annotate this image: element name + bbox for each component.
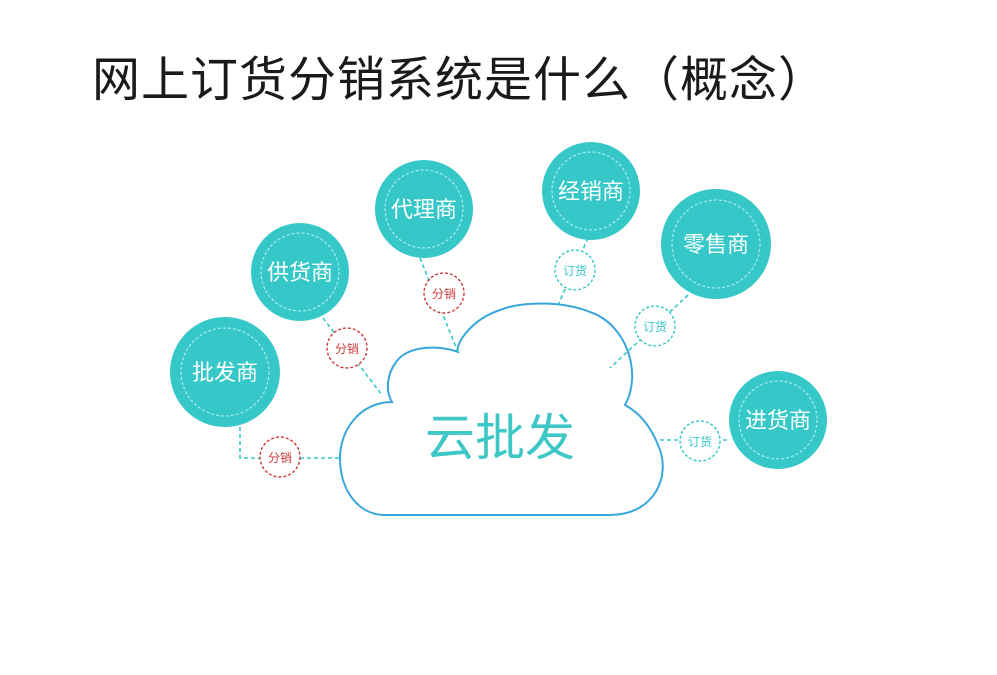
tag-gonghuo-label: 分销	[335, 342, 359, 356]
tag-daili: 分销	[423, 272, 465, 314]
node-jinhuo: 进货商	[729, 371, 827, 469]
page-title: 网上订货分销系统是什么（概念）	[92, 52, 828, 108]
center-label: 云批发	[425, 409, 575, 467]
tag-jingxiao-label: 订货	[563, 263, 587, 278]
tag-pifa: 分销	[259, 436, 301, 478]
cloud-shape	[338, 302, 664, 516]
tag-daili-label: 分销	[432, 287, 456, 301]
node-jingxiao-label: 经销商	[558, 180, 624, 205]
node-jinhuo-label: 进货商	[745, 409, 811, 434]
connector-lingshou	[609, 294, 689, 369]
node-pifa: 批发商	[170, 317, 280, 427]
tag-pifa-label: 分销	[268, 451, 292, 465]
tag-gonghuo: 分销	[326, 327, 368, 369]
node-gonghuo-label: 供货商	[267, 261, 333, 286]
node-jingxiao: 经销商	[542, 142, 640, 240]
node-pifa-label: 批发商	[192, 361, 258, 386]
node-daili: 代理商	[375, 160, 473, 258]
connector-pifa	[239, 420, 340, 459]
tag-lingshou: 订货	[634, 305, 676, 347]
node-daili-label: 代理商	[391, 198, 457, 223]
tag-jingxiao: 订货	[554, 249, 596, 291]
tag-jinhuo-label: 订货	[688, 434, 712, 449]
node-lingshou-label: 零售商	[683, 233, 749, 258]
connector-gonghuo	[322, 317, 383, 396]
tag-lingshou-label: 订货	[643, 319, 667, 334]
node-gonghuo: 供货商	[251, 223, 349, 321]
tag-jinhuo: 订货	[679, 420, 721, 462]
node-lingshou: 零售商	[661, 189, 771, 299]
